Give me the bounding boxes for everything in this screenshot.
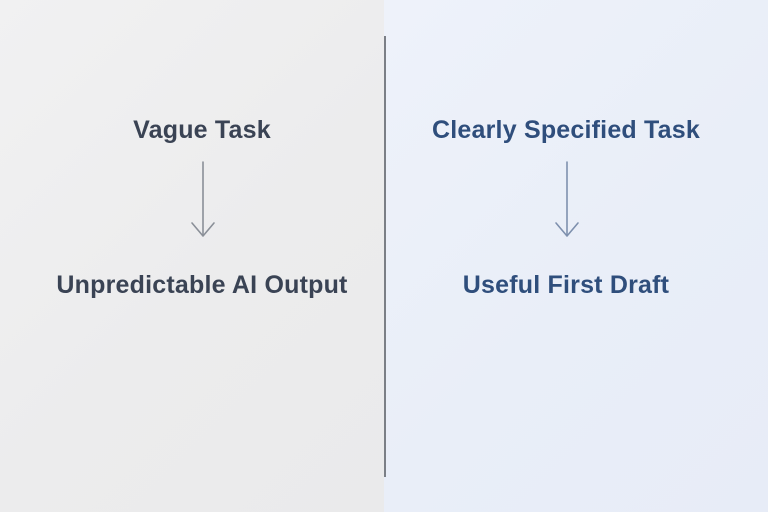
down-arrow-icon: [554, 161, 580, 239]
down-arrow-icon: [190, 161, 216, 239]
vague-task-result: Unpredictable AI Output: [56, 271, 348, 299]
vertical-divider: [384, 36, 386, 477]
vague-task-title: Vague Task: [133, 116, 271, 144]
specified-task-result: Useful First Draft: [462, 271, 670, 299]
specified-task-title: Clearly Specified Task: [432, 116, 700, 144]
panel-vague-task: Vague Task Unpredictable AI Output: [0, 0, 384, 512]
panel-specified-task: Clearly Specified Task Useful First Draf…: [384, 0, 768, 512]
